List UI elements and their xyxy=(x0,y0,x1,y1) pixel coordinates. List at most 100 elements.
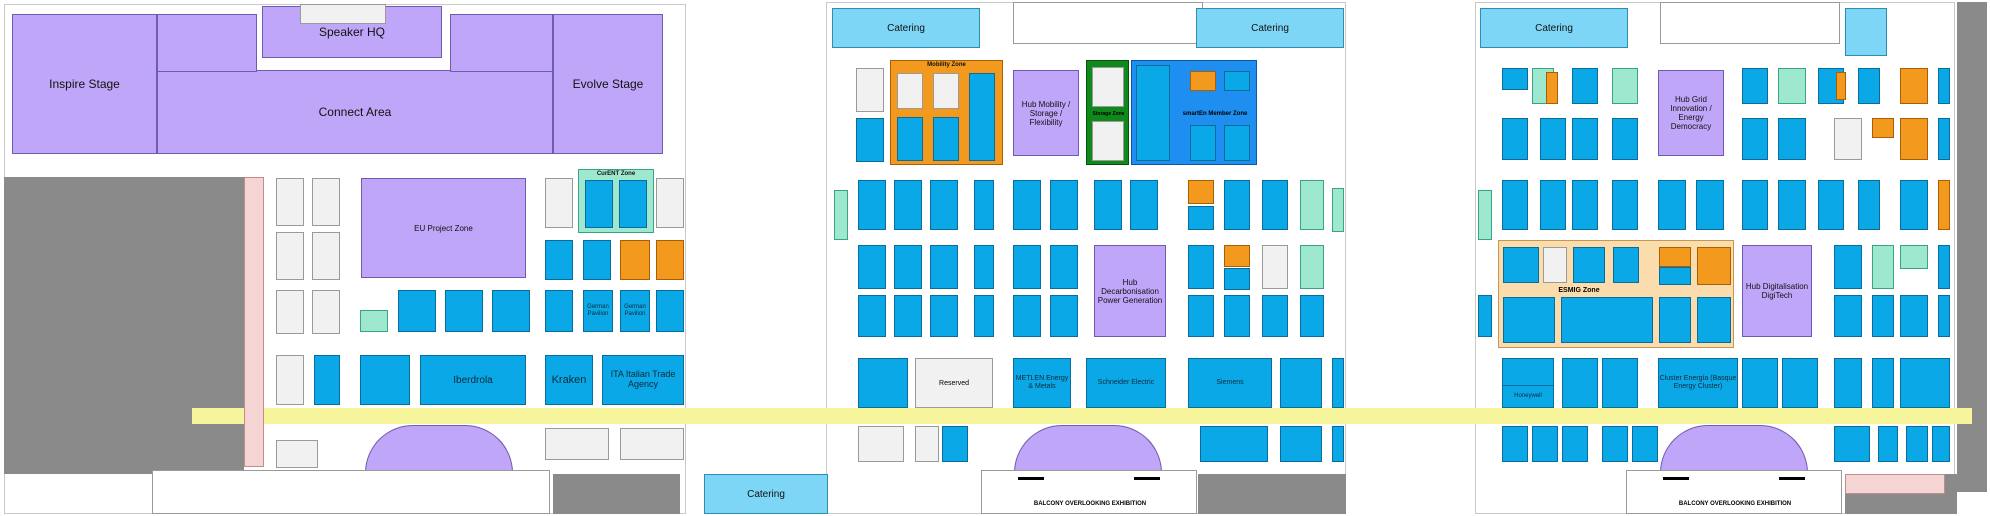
mid-r3-b3[interactable] xyxy=(930,295,958,337)
mid-r2-b1[interactable] xyxy=(858,245,886,289)
right-r2-b7[interactable] xyxy=(1742,180,1768,230)
left-booth-blue-9[interactable] xyxy=(656,290,684,332)
left-booth-grey-2[interactable] xyxy=(312,178,340,226)
right-r0-b7[interactable] xyxy=(1778,68,1806,104)
right-r5-b6[interactable] xyxy=(1834,426,1870,462)
inspire-stage[interactable]: Inspire Stage xyxy=(12,14,157,154)
mid-r1-b3[interactable] xyxy=(930,180,958,230)
esmig-zone[interactable]: ESMIG Zone xyxy=(1498,240,1734,348)
right-r2-b10[interactable] xyxy=(1858,180,1880,230)
right-r0-b5[interactable] xyxy=(1612,68,1638,104)
mobility-zone[interactable]: Mobility Zone xyxy=(890,60,1003,165)
mid-r2-b9[interactable] xyxy=(1224,268,1250,290)
left-booth-grey-7[interactable] xyxy=(276,355,304,405)
esmig-booth-1[interactable] xyxy=(1503,247,1539,283)
right-r3-b4[interactable] xyxy=(1938,245,1950,289)
mid-r3-b8[interactable] xyxy=(1224,295,1250,337)
mid-r4-b3[interactable] xyxy=(1332,358,1344,408)
curent-zone[interactable]: CurENT Zone xyxy=(578,169,654,233)
ita-booth[interactable]: ITA Italian Trade Agency xyxy=(602,355,684,405)
right-r5-b5[interactable] xyxy=(1632,426,1658,462)
storage-zone[interactable]: Storage Zone xyxy=(1086,60,1129,165)
mid-r5-b2[interactable] xyxy=(915,426,939,462)
hub-decarbonisation[interactable]: Hub Decarbonisation Power Generation xyxy=(1094,245,1166,337)
left-booth-grey-4[interactable] xyxy=(312,232,340,280)
esmig-booth-11[interactable] xyxy=(1697,297,1731,343)
mid-r2-b4[interactable] xyxy=(974,245,994,289)
smarten-booth-1[interactable] xyxy=(1136,65,1170,161)
metlen-booth[interactable]: METLEN Energy & Metals xyxy=(1013,358,1071,408)
curent-booth-1[interactable] xyxy=(585,180,613,228)
middle-catering-left[interactable]: Catering xyxy=(832,8,980,48)
left-booth-grey-11[interactable] xyxy=(545,178,573,228)
right-r3-b1[interactable] xyxy=(1834,245,1862,289)
esmig-booth-9[interactable] xyxy=(1561,297,1653,343)
right-r1-b10[interactable] xyxy=(1938,118,1950,160)
right-r3-b9[interactable] xyxy=(1478,295,1492,337)
right-r5-b4[interactable] xyxy=(1602,426,1628,462)
mid-booth-col0-1[interactable] xyxy=(856,68,884,112)
esmig-booth-4[interactable] xyxy=(1613,247,1639,283)
mid-r2-b2[interactable] xyxy=(894,245,922,289)
mobility-booth-3[interactable] xyxy=(969,73,995,161)
siemens-booth[interactable]: Siemens xyxy=(1188,358,1272,408)
mid-r2-b11[interactable] xyxy=(1300,245,1324,289)
right-catering[interactable]: Catering xyxy=(1480,8,1628,48)
right-r3-b3[interactable] xyxy=(1900,245,1928,269)
middle-catering-right[interactable]: Catering xyxy=(1196,8,1344,48)
right-r5-b2[interactable] xyxy=(1532,426,1558,462)
mid-r3-b10[interactable] xyxy=(1300,295,1324,337)
right-r3-b5[interactable] xyxy=(1834,295,1862,337)
left-booth-blue-6[interactable] xyxy=(545,240,573,280)
left-booth-grey-5[interactable] xyxy=(276,290,304,334)
right-r2-b2[interactable] xyxy=(1540,180,1566,230)
right-r3-b2[interactable] xyxy=(1872,245,1894,289)
smarten-booth-2[interactable] xyxy=(1190,71,1216,91)
mid-r1-b13[interactable] xyxy=(1300,180,1324,230)
right-r0-b3[interactable] xyxy=(1546,72,1558,104)
right-r4-b3[interactable] xyxy=(1602,358,1638,408)
mid-r1-b8[interactable] xyxy=(1130,180,1158,230)
right-r3-b6[interactable] xyxy=(1872,295,1894,337)
right-r4-b5[interactable] xyxy=(1782,358,1818,408)
right-r4-b8[interactable] xyxy=(1900,358,1950,408)
right-r5-b7[interactable] xyxy=(1878,426,1898,462)
right-r3-b7[interactable] xyxy=(1900,295,1928,337)
mid-r1-b10[interactable] xyxy=(1188,206,1214,230)
mid-r2-b8[interactable] xyxy=(1224,245,1250,267)
right-r5-b8[interactable] xyxy=(1906,426,1928,462)
right-r2-b9[interactable] xyxy=(1818,180,1844,230)
mobility-booth-5[interactable] xyxy=(933,117,959,161)
german-pavilion-2[interactable]: German Pavilion xyxy=(620,290,650,332)
mid-r3-b1[interactable] xyxy=(858,295,886,337)
storage-booth-2[interactable] xyxy=(1092,121,1124,161)
cluster-energia-booth[interactable]: Cluster Energía (Basque Energy Cluster) xyxy=(1658,358,1738,408)
mid-r1-b1[interactable] xyxy=(858,180,886,230)
connect-area[interactable]: Connect Area xyxy=(157,70,553,154)
left-booth-blue-4[interactable] xyxy=(445,290,483,332)
mid-strip-mint[interactable] xyxy=(834,190,848,240)
esmig-booth-8[interactable] xyxy=(1503,297,1555,343)
left-booth-grey-1[interactable] xyxy=(276,178,304,226)
left-booth-orange-2[interactable] xyxy=(656,240,684,280)
hub-digitalisation[interactable]: Hub Digitalisation DigiTech xyxy=(1742,245,1812,337)
left-booth-blue-8[interactable] xyxy=(545,290,573,332)
left-booth-grey-9[interactable] xyxy=(545,428,609,460)
right-r2-b12[interactable] xyxy=(1938,180,1950,230)
mid-r1-b2[interactable] xyxy=(894,180,922,230)
right-amphitheatre[interactable] xyxy=(1660,425,1808,473)
right-catering-small[interactable] xyxy=(1845,8,1887,56)
right-r1-b5[interactable] xyxy=(1742,118,1768,160)
mid-r1-b4[interactable] xyxy=(974,180,994,230)
right-r1-b4[interactable] xyxy=(1612,118,1638,160)
left-booth-blue-7[interactable] xyxy=(583,240,611,280)
left-booth-grey-3[interactable] xyxy=(276,232,304,280)
right-r5-b3[interactable] xyxy=(1562,426,1588,462)
left-booth-mint-1[interactable] xyxy=(360,310,388,332)
german-pavilion-1[interactable]: German Pavilion xyxy=(583,290,613,332)
mid-r3-b7[interactable] xyxy=(1188,295,1214,337)
right-r0-b10[interactable] xyxy=(1858,68,1880,104)
right-r4-b4[interactable] xyxy=(1742,358,1778,408)
esmig-booth-6[interactable] xyxy=(1659,267,1691,285)
eu-project-zone[interactable]: EU Project Zone xyxy=(361,178,526,278)
